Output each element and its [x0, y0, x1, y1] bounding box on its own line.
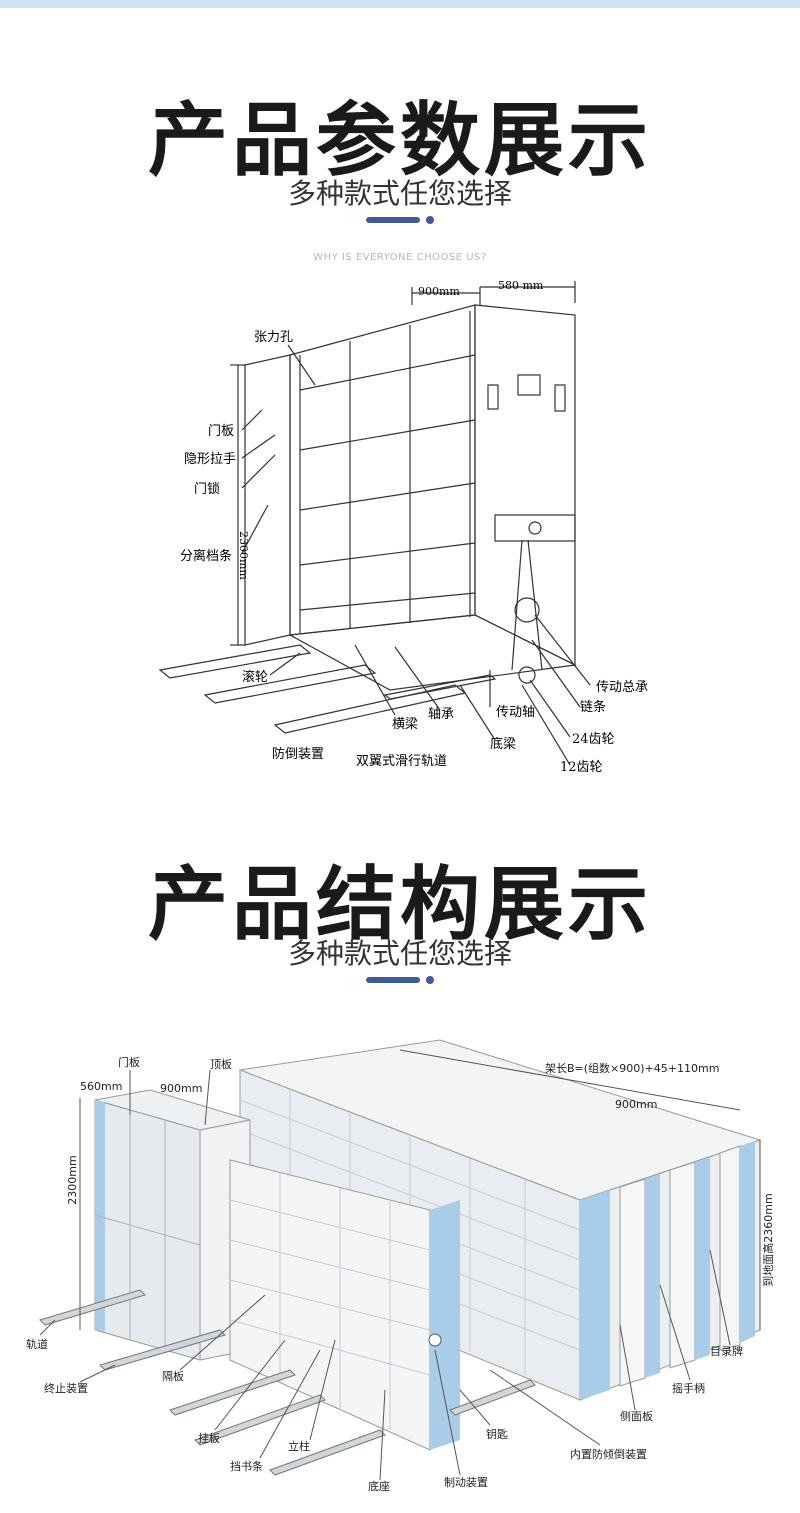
label-track: 轨道 [26, 1337, 48, 1351]
label-side-panel: 侧面板 [620, 1409, 653, 1423]
label-hang-plate: 挂板 [198, 1431, 220, 1445]
label-end-stop: 终止装置 [44, 1381, 88, 1395]
label-chain: 链条 [580, 699, 606, 715]
label-top-panel: 顶板 [210, 1057, 232, 1071]
section-title-structure: 产品结构展示 [148, 858, 652, 951]
section-subtitle-structure: 多种款式任您选择 [287, 937, 512, 970]
label-crank: 摇手柄 [672, 1381, 705, 1395]
label-brake: 制动装置 [444, 1476, 488, 1489]
label-anti-tip: 防倒装置 [272, 746, 324, 762]
label-gear24: 24齿轮 [572, 732, 615, 747]
section-subtitle-params: 多种款式任您选择 [287, 177, 512, 210]
label-column: 立柱 [288, 1439, 310, 1453]
label-door-panel: 门板 [208, 424, 234, 439]
label-partition: 隔板 [162, 1369, 184, 1383]
label-rail: 双翼式滑行轨道 [356, 754, 447, 769]
top-border [0, 0, 800, 8]
label-key: 钥匙 [486, 1427, 508, 1441]
dim-depth-label: 580 mm [498, 279, 544, 292]
label-book-stop: 挡书条 [230, 1459, 263, 1473]
label-drive-shaft: 传动轴 [496, 705, 535, 720]
label-door-panel-2: 门板 [118, 1055, 140, 1069]
label-divider-strip: 分离档条 [180, 548, 232, 564]
label-base-beam: 底梁 [490, 736, 516, 752]
dim-height-label: 2300mm [237, 531, 250, 580]
cabinet-line-drawing: 900mm 580 mm 2300mm 张力孔 门板 隐形拉手 门锁 分离档条 … [158, 279, 648, 775]
label-door-lock: 门锁 [194, 481, 220, 497]
label-catalog-plate: 目录牌 [710, 1344, 743, 1358]
label-drive-bearing: 传动总承 [596, 680, 648, 695]
section-title-params: 产品参数展示 [148, 94, 652, 187]
dim-floor-height: 到地面高2360mm [761, 1193, 775, 1286]
dim-width-label: 900mm [418, 285, 460, 298]
dim-total-length: 架长B=(组数×900)+45+110mm [545, 1061, 719, 1075]
label-beam: 横梁 [392, 717, 418, 732]
label-hidden-handle: 隐形拉手 [184, 452, 236, 467]
label-anti-tip-inner: 内置防倾倒装置 [570, 1447, 647, 1461]
dim-width-900: 900mm [160, 1082, 202, 1095]
label-base: 底座 [368, 1479, 390, 1493]
label-bearing: 轴承 [428, 707, 454, 722]
tagline: WHY IS EVERYONE CHOOSE US? [313, 252, 487, 263]
label-tension-hole: 张力孔 [254, 330, 293, 345]
dim-height-2300: 2300mm [66, 1155, 79, 1204]
label-gear12: 12齿轮 [560, 760, 603, 775]
dim-depth-560: 560mm [80, 1080, 122, 1093]
label-roller: 滚轮 [242, 669, 268, 685]
cabinet-3d-illustration: 560mm 900mm 2300mm 架长B=(组数×900)+45+110mm… [26, 1039, 775, 1493]
dim-width-900-right: 900mm [615, 1098, 657, 1111]
